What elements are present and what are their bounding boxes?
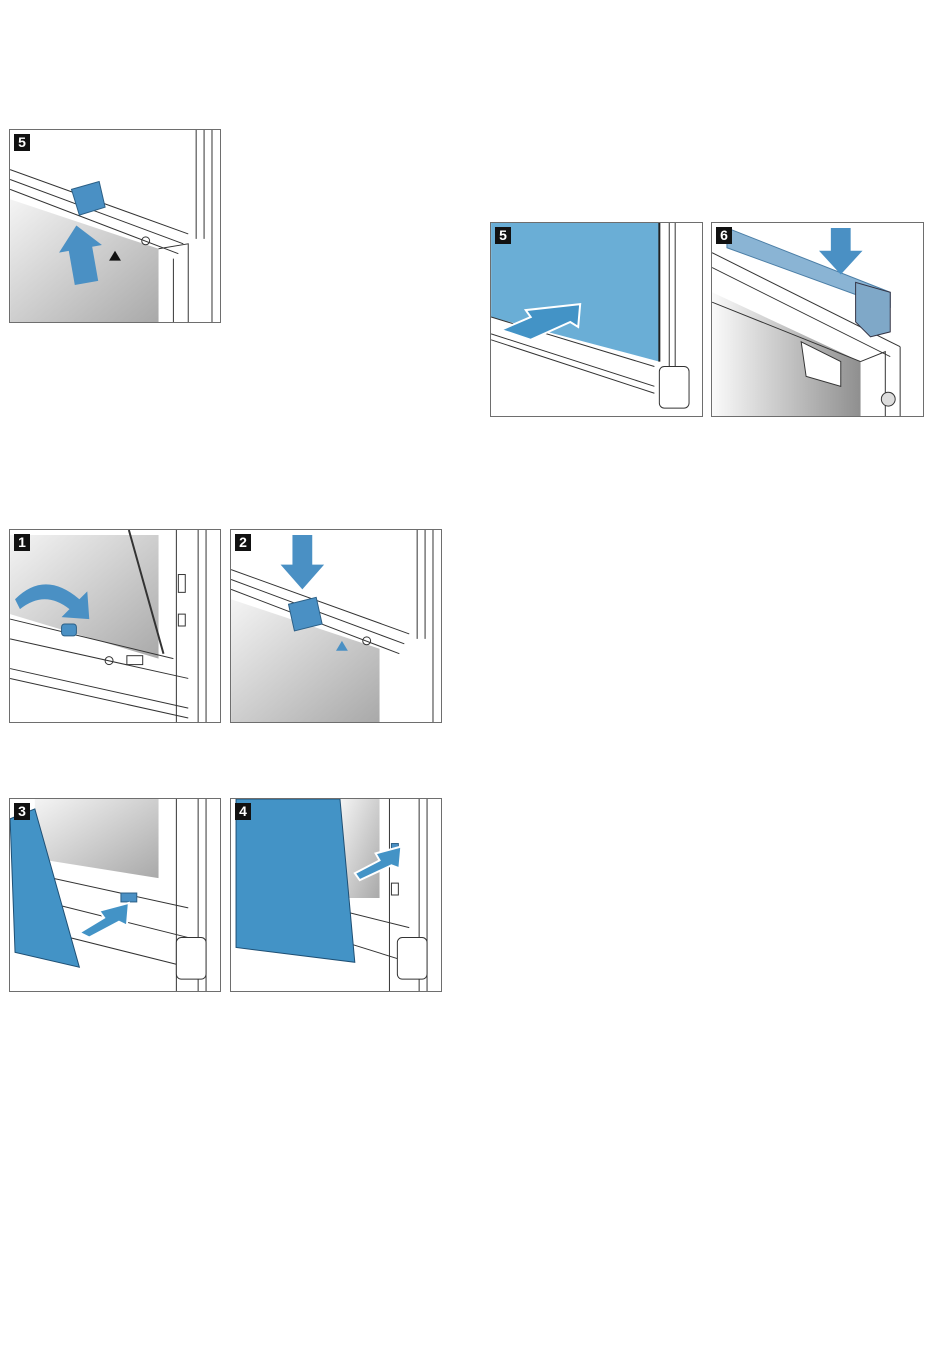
- oven-door-illustration: [10, 130, 213, 322]
- figure-step-3: 3: [9, 798, 221, 992]
- figure-step-5-insert-glass: 5: [490, 222, 703, 417]
- hinge-illustration: [10, 530, 207, 722]
- step-badge: 3: [14, 803, 30, 820]
- figure-step-1: 1: [9, 529, 221, 723]
- figure-step-5-clip-lift: 5: [9, 129, 221, 323]
- step-badge: 1: [14, 534, 30, 551]
- figure-step-6-attach-strip: 6: [711, 222, 924, 417]
- figure-step-2: 2: [230, 529, 442, 723]
- step-badge: 4: [235, 803, 251, 820]
- clip-illustration: [231, 530, 434, 722]
- door-strip-illustration: [712, 227, 901, 416]
- glass-pane-illustration: [491, 223, 690, 409]
- step-badge: 2: [235, 534, 251, 551]
- step-badge: 6: [716, 227, 732, 244]
- step-badge: 5: [495, 227, 511, 244]
- panel-slide-illustration: [235, 799, 428, 991]
- figure-step-4: 4: [230, 798, 442, 992]
- panel-insert-illustration: [10, 799, 207, 991]
- step-badge: 5: [14, 134, 30, 151]
